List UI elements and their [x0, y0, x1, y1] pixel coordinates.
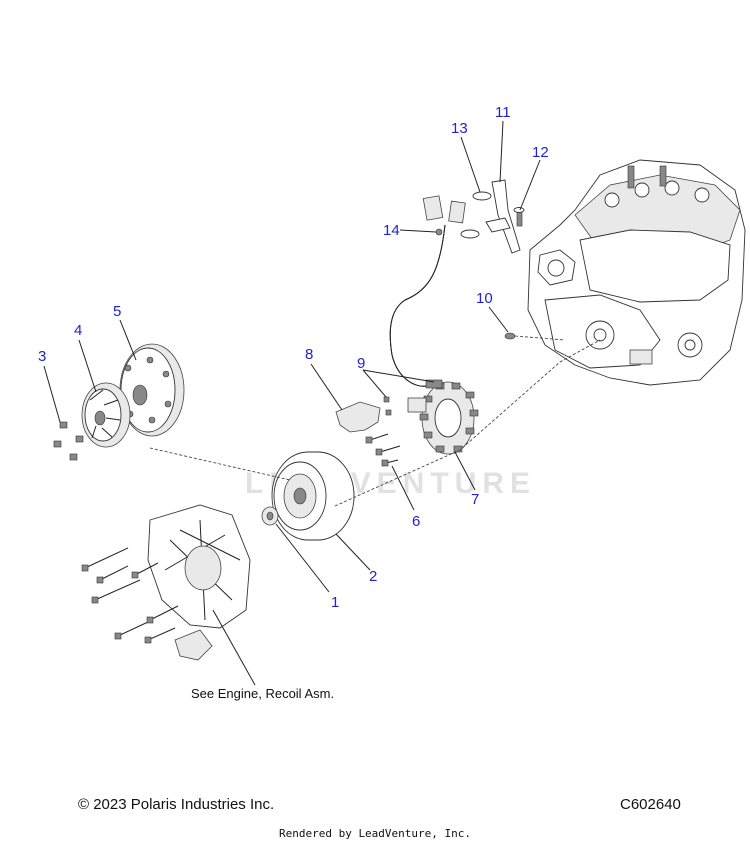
callout-7: 7 — [471, 491, 479, 508]
stator-illustration — [407, 379, 479, 455]
copyright-text: © 2023 Polaris Industries Inc. — [78, 796, 275, 813]
callout-2: 2 — [369, 568, 377, 585]
callout-6: 6 — [412, 513, 420, 530]
callout-14: 14 — [383, 222, 400, 239]
nuts-illustration — [53, 421, 84, 461]
recoil-cover-illustration — [147, 504, 251, 661]
fan-illustration — [81, 382, 131, 448]
callout-13: 13 — [451, 120, 468, 137]
callout-1: 1 — [331, 594, 339, 611]
wiring-harness-illustration — [389, 195, 466, 387]
callout-5: 5 — [113, 303, 121, 320]
diagram-code: C602640 — [620, 796, 681, 813]
plug-illustration — [504, 332, 516, 340]
bolts-illustration — [81, 547, 179, 644]
callout-11: 11 — [495, 104, 511, 121]
flywheel-illustration — [261, 451, 355, 541]
callout-9: 9 — [357, 355, 365, 372]
engine-block-illustration — [527, 159, 746, 386]
callout-10: 10 — [476, 290, 493, 307]
bracket-assembly-illustration — [460, 179, 525, 254]
callout-3: 3 — [38, 348, 46, 365]
callout-8: 8 — [305, 346, 313, 363]
bracket-illustration — [335, 401, 381, 433]
rotor-illustration — [119, 343, 185, 437]
reference-note: See Engine, Recoil Asm. — [191, 686, 334, 701]
rendered-by-text: Rendered by LeadVenture, Inc. — [278, 827, 472, 840]
callout-12: 12 — [532, 144, 549, 161]
leader-lines — [43, 120, 541, 686]
assembly-axis-line — [514, 335, 566, 341]
assembly-axis-line — [149, 447, 291, 481]
callout-4: 4 — [74, 322, 82, 339]
screws-illustration — [365, 396, 401, 467]
